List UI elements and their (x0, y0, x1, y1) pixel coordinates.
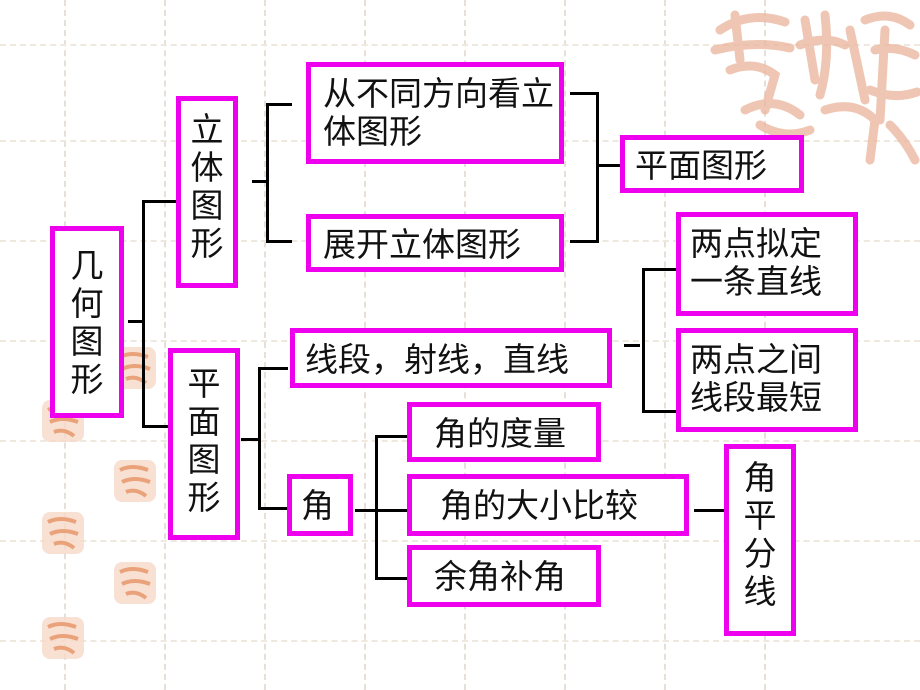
decorative-seal (114, 562, 156, 604)
connector-line (375, 435, 378, 580)
node-angle: 角 (287, 474, 353, 536)
node-two-points-line: 两点拟定一条直线 (676, 212, 858, 316)
node-lines-label: 线段，射线，直线 (305, 340, 569, 379)
node-solid-label: 立体图形 (190, 110, 224, 263)
node-two-points-line-label: 两点拟定一条直线 (690, 224, 822, 301)
connector-line (241, 438, 259, 441)
node-root-label: 几何图形 (70, 246, 104, 399)
connector-line (258, 507, 288, 510)
connector-line (642, 268, 645, 413)
bg-guide (164, 0, 166, 690)
connector-line (642, 410, 676, 413)
connector-line (598, 164, 620, 167)
node-angle-measure-label: 角的度量 (434, 414, 566, 453)
node-views: 从不同方向看立体图形 (306, 62, 564, 164)
node-complement: 余角补角 (407, 545, 601, 607)
connector-line (266, 240, 292, 243)
connector-line (596, 92, 599, 243)
node-bisector-label: 角平分线 (743, 458, 777, 611)
decorative-seal (114, 460, 156, 502)
node-angle-compare-label: 角的大小比较 (440, 486, 638, 525)
connector-line (258, 367, 261, 510)
node-solid-result: 平面图形 (620, 135, 804, 193)
node-angle-measure: 角的度量 (407, 402, 601, 462)
node-angle-compare: 角的大小比较 (407, 474, 689, 536)
bg-guide (0, 540, 920, 542)
bg-guide (0, 44, 920, 46)
connector-line (355, 509, 377, 512)
node-complement-label: 余角补角 (434, 557, 566, 596)
node-shortest: 两点之间线段最短 (676, 328, 858, 432)
connector-line (694, 509, 724, 512)
connector-line (266, 103, 292, 106)
connector-line (375, 577, 407, 580)
bg-guide (264, 0, 266, 690)
connector-line (375, 435, 407, 438)
node-solid-result-label: 平面图形 (635, 146, 767, 185)
decorative-seal (42, 512, 84, 554)
node-lines: 线段，射线，直线 (290, 328, 612, 388)
decorative-seal (42, 617, 84, 659)
node-plane-label: 平面图形 (187, 364, 221, 517)
node-shortest-label: 两点之间线段最短 (690, 340, 822, 417)
node-solid: 立体图形 (176, 96, 238, 288)
connector-line (624, 344, 640, 347)
connector-line (570, 92, 596, 95)
connector-line (128, 320, 142, 323)
node-plane: 平面图形 (168, 348, 240, 540)
node-angle-label: 角 (301, 486, 334, 525)
connector-line (142, 425, 176, 428)
node-unfold-label: 展开立体图形 (323, 225, 521, 264)
node-root: 几何图形 (50, 226, 124, 418)
connector-line (375, 509, 407, 512)
connector-line (642, 268, 676, 271)
node-views-label: 从不同方向看立体图形 (323, 74, 554, 151)
bg-guide (664, 0, 666, 690)
connector-line (142, 200, 176, 203)
connector-line (252, 180, 268, 183)
connector-line (570, 240, 596, 243)
connector-line (266, 103, 269, 243)
decorative-seal-large (710, 10, 920, 165)
connector-line (258, 367, 288, 370)
bg-guide (0, 640, 920, 642)
node-bisector: 角平分线 (724, 444, 796, 636)
node-unfold: 展开立体图形 (306, 214, 564, 272)
connector-line (142, 200, 145, 428)
